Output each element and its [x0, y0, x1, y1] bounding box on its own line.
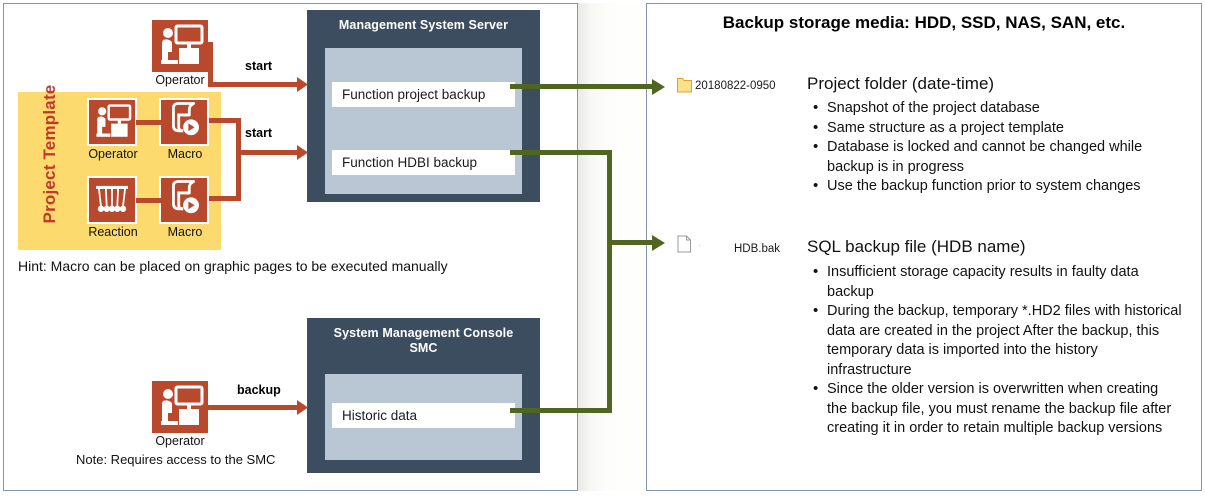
template-link-reaction-macro [136, 198, 161, 203]
operator-glyph [161, 24, 204, 64]
arrowhead-green-folder [652, 79, 665, 95]
folder-glyph [677, 78, 692, 93]
arrowhead-start-2 [297, 145, 308, 160]
file-name-faint: . [698, 237, 702, 249]
connector-operator-backup [208, 405, 300, 410]
system-management-console-box: System Management Console SMC Historic d… [307, 318, 540, 473]
connector-operator-start-vert [208, 42, 213, 87]
connector-operator-start-horiz [208, 82, 300, 87]
management-system-server-title: Management System Server [338, 18, 509, 32]
macro-glyph [172, 180, 199, 214]
green-connector-historic-horiz [510, 408, 612, 413]
folder-file-name: 20180822-0950 [695, 80, 776, 92]
arrowhead-backup [297, 400, 308, 415]
operator-glyph [161, 385, 204, 425]
file-icon [677, 235, 691, 253]
green-connector-historic-vert [607, 240, 612, 413]
macro-hint-text: Hint: Macro can be placed on graphic pag… [18, 258, 448, 274]
list-item: Use the backup function prior to system … [810, 176, 1180, 197]
panel-gap-fill [578, 3, 646, 491]
reaction-icon [87, 176, 137, 224]
list-item: Database is locked and cannot be changed… [810, 137, 1180, 177]
connector-macro1-out [209, 118, 241, 123]
smc-title-line1: System Management Console [333, 326, 514, 340]
smc-access-note: Note: Requires access to the SMC [76, 452, 276, 467]
operator-icon [87, 98, 137, 146]
operator-label-top: Operator [155, 73, 205, 87]
list-item: Snapshot of the project database [810, 98, 1180, 119]
green-connector-to-file [607, 240, 655, 245]
arrowhead-start-1 [297, 77, 308, 92]
function-hdbi-backup-row[interactable]: Function HDBI backup [332, 150, 515, 175]
operator-label-bottom: Operator [155, 434, 205, 448]
function-project-backup-row[interactable]: Function project backup [332, 82, 515, 107]
right-panel-content: Backup storage media: HDD, SSD, NAS, SAN… [646, 3, 1202, 491]
historic-data-row[interactable]: Historic data [332, 403, 515, 428]
connector-macro2-out [209, 196, 241, 201]
operator-label-template: Operator [88, 147, 138, 161]
backup-storage-title: Backup storage media: HDD, SSD, NAS, SAN… [722, 13, 1126, 32]
list-item: Since the older version is overwritten w… [810, 379, 1182, 439]
list-item: Same structure as a project template [810, 118, 1180, 139]
start-label-2: start [245, 126, 273, 140]
sql-backup-bullets: Insufficient storage capacity results in… [810, 262, 1182, 439]
folder-icon [677, 77, 692, 93]
green-connector-hdbi-horiz [510, 150, 612, 155]
project-template-label: Project Template [40, 84, 59, 224]
backup-label: backup [237, 383, 281, 397]
sql-backup-heading: SQL backup file (HDB name) [807, 237, 1026, 256]
reaction-label: Reaction [88, 225, 138, 239]
arrowhead-green-file [652, 235, 665, 251]
macro-label-1: Macro [167, 147, 203, 161]
green-connector-hdbi-vert [607, 150, 612, 245]
project-folder-heading: Project folder (date-time) [807, 74, 995, 93]
green-connector-project-backup [510, 84, 655, 89]
template-link-operator-macro [136, 120, 161, 125]
smc-title-line2: SMC [409, 341, 438, 355]
project-folder-bullets: Snapshot of the project database Same st… [810, 98, 1180, 197]
connector-macro-to-hdbi [236, 150, 300, 155]
start-label-1: start [245, 59, 273, 73]
list-item: Insufficient storage capacity results in… [810, 262, 1182, 302]
macro-icon [159, 98, 209, 146]
operator-glyph [96, 104, 132, 137]
reaction-glyph [96, 185, 128, 212]
operator-icon [152, 20, 208, 72]
operator-icon [152, 381, 208, 433]
macro-icon [159, 176, 209, 224]
macro-label-2: Macro [167, 225, 203, 239]
macro-glyph [172, 102, 199, 136]
management-system-server-box: Management System Server Function projec… [307, 10, 540, 202]
connector-macro-merge-vert [236, 118, 241, 201]
list-item: During the backup, temporary *.HD2 files… [810, 301, 1182, 380]
file-glyph [677, 235, 691, 253]
file-name: HDB.bak [734, 243, 781, 255]
project-template-box: Project Template Operator Macro [18, 85, 221, 250]
